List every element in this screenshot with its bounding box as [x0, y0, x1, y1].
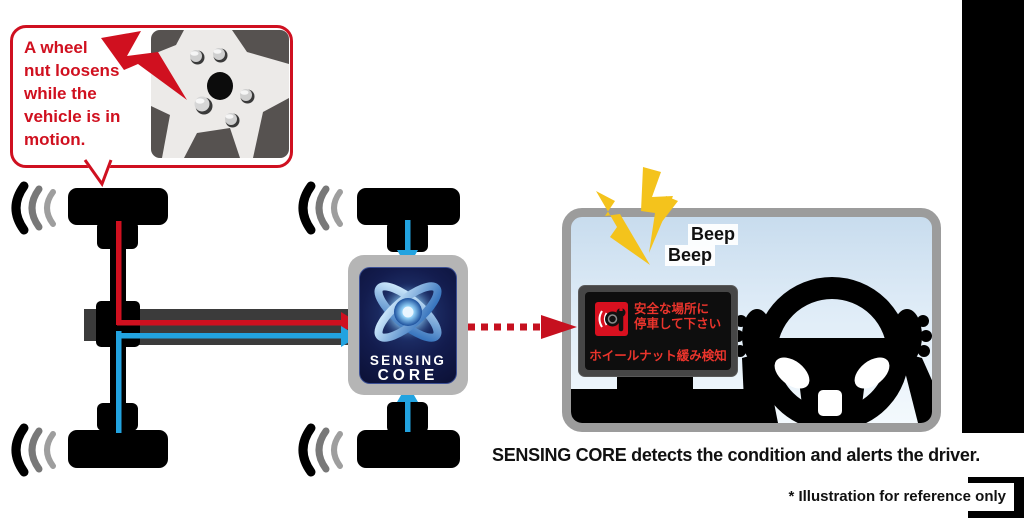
wheel-rear-left: [68, 430, 168, 468]
sound-waves-icon: [303, 428, 340, 472]
beep-label-1: Beep: [688, 224, 739, 245]
sound-waves-icon: [303, 186, 340, 230]
warning-text-block: 安全な場所に 停車して下さい: [634, 302, 721, 331]
callout-art: [83, 30, 289, 188]
beep-label-2: Beep: [665, 245, 716, 266]
dashboard-shelf: [571, 389, 747, 423]
driver-arm-left: [742, 352, 778, 423]
tire-wrench-warning-icon: [595, 302, 628, 336]
footnote-text: * Illustration for reference only: [748, 483, 1014, 511]
display-screen: 安全な場所に 停車して下さい ホイールナット緩み検知: [585, 292, 731, 370]
warning-line-1: 安全な場所に: [634, 302, 710, 316]
wheel-nuts: [190, 48, 255, 128]
sound-waves-icon: [16, 428, 53, 472]
instrument-display: 安全な場所に 停車して下さい ホイールナット緩み検知: [578, 285, 738, 377]
wheel-rear-right: [357, 430, 460, 468]
sensing-core-label-line2: CORE: [377, 367, 439, 384]
right-black-bar: [962, 0, 1024, 433]
speech-tail-icon: [83, 159, 113, 188]
caption-text: SENSING CORE detects the condition and a…: [492, 445, 981, 465]
driver-arm-right: [900, 352, 932, 423]
hub-stub: [84, 309, 97, 341]
sensor-beam: [138, 309, 358, 345]
driver-hands: [732, 309, 932, 423]
loose-nut-icon: [194, 96, 213, 115]
steering-wheel-icon: [755, 277, 909, 423]
sound-waves-icon: [16, 186, 53, 230]
warning-line-2: 停車して下さい: [634, 316, 722, 331]
wheel-front-left: [68, 188, 168, 225]
wheel-front-right: [357, 188, 460, 225]
alert-dotted-arrow: [468, 315, 577, 339]
callout-text: A wheel nut loosens while the vehicle is…: [24, 38, 121, 149]
cockpit-silhouette: [571, 277, 932, 423]
sensing-core-label-line1: SENSING: [369, 353, 447, 368]
red-lightning-bolt-icon: [101, 31, 187, 100]
chassis-diagram: [0, 160, 460, 480]
sensing-core-logo-icon: [374, 282, 442, 342]
wheel-hub-image: [151, 30, 289, 158]
warning-line-3: ホイールナット緩み検知: [589, 349, 727, 363]
lightning-bolts-icon: [596, 167, 678, 265]
